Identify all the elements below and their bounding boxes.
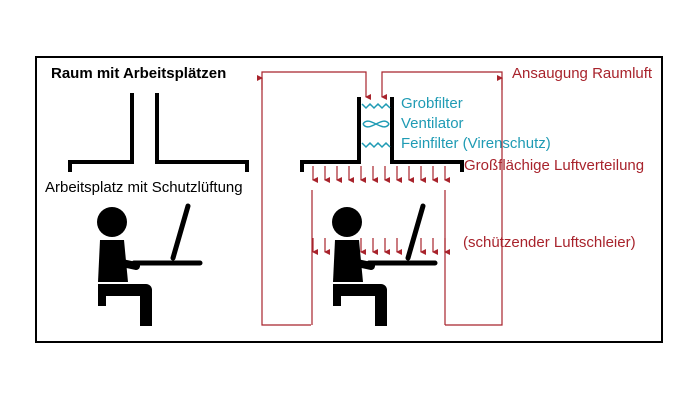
room-frame — [35, 56, 663, 343]
curtain-label: (schützender Luftschleier) — [463, 234, 636, 251]
duct-right-outer — [390, 97, 464, 172]
filter-icon — [361, 102, 391, 110]
distribution-arrows — [312, 166, 450, 183]
laptop-icon — [366, 203, 438, 266]
duct-left-a — [68, 93, 134, 172]
distribution-label: Großflächige Luftverteilung — [464, 157, 645, 174]
coarse-filter-label: Grobfilter — [401, 95, 463, 112]
room-title: Raum mit Arbeitsplätzen — [51, 65, 227, 82]
laptop-icon — [131, 203, 203, 266]
intake-loop-right — [381, 71, 503, 326]
workplace-label: Arbeitsplatz mit Schutzlüftung — [45, 179, 243, 196]
fan-label: Ventilator — [401, 115, 464, 132]
curtain-arrows — [312, 238, 450, 255]
fine-filter-label: Feinfilter (Virenschutz) — [401, 135, 551, 152]
intake-loop-left — [261, 71, 371, 326]
duct-left-b — [155, 93, 249, 172]
fan-icon — [362, 120, 390, 128]
duct-right-inner — [300, 97, 361, 172]
person-icon — [332, 207, 387, 326]
person-icon — [97, 207, 152, 326]
intake-label: Ansaugung Raumluft — [512, 65, 653, 82]
filter-icon — [361, 141, 391, 149]
